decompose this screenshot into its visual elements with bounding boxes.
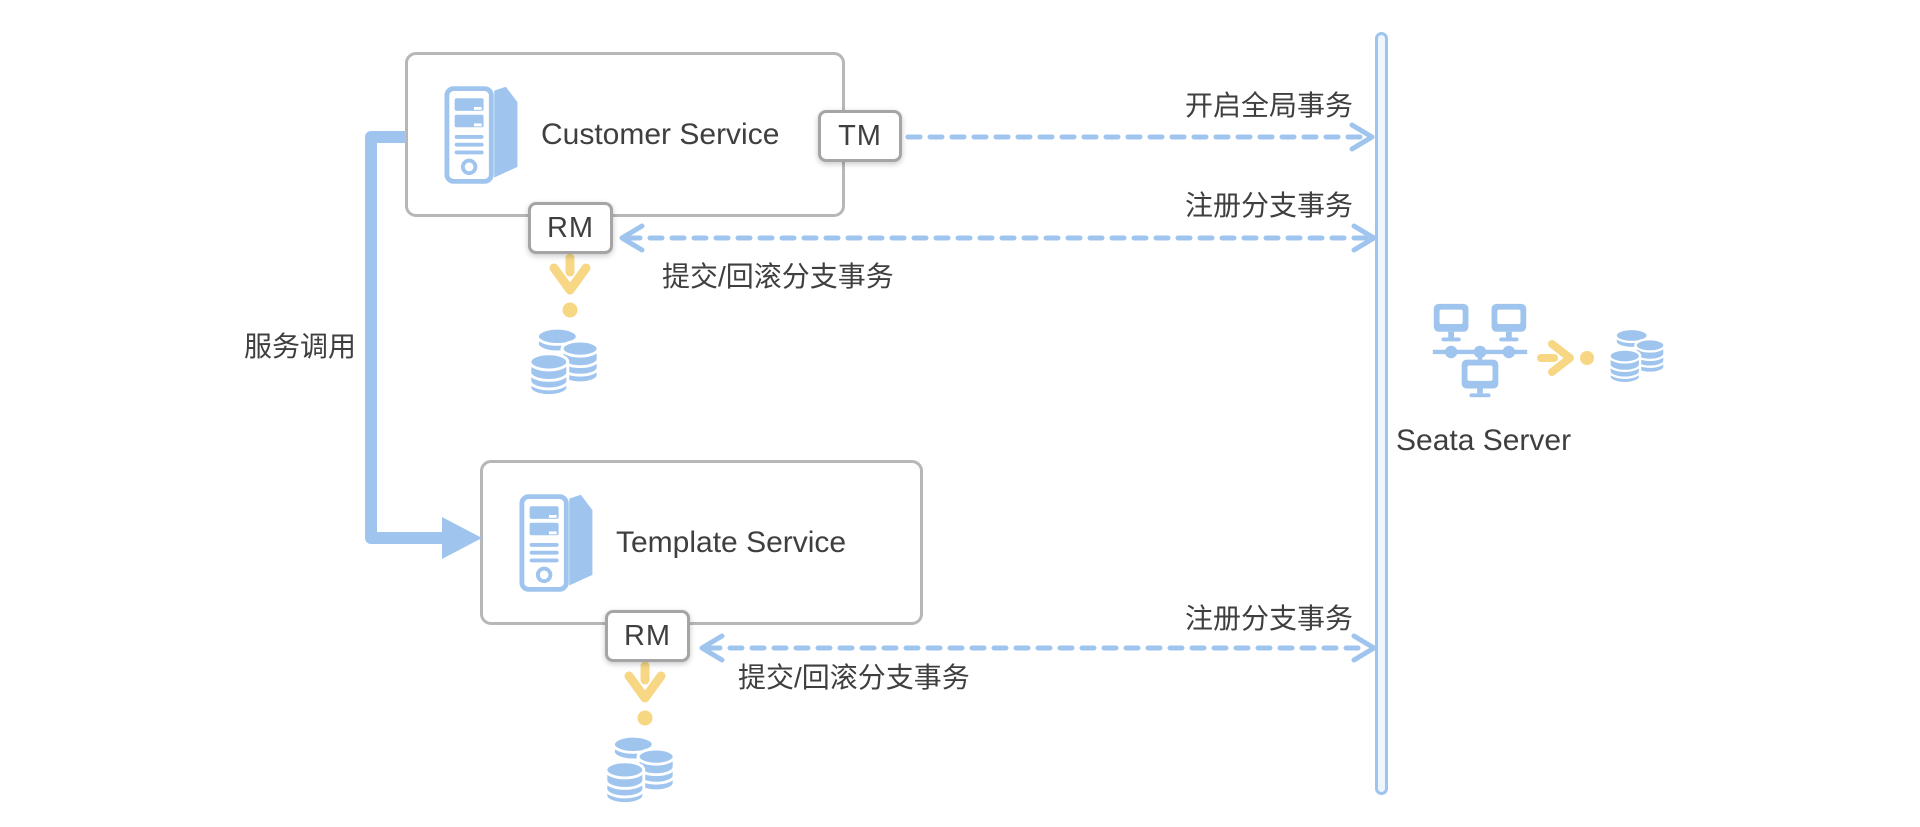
template-service-title: Template Service	[616, 525, 847, 559]
customer-service-node: Customer Service	[405, 52, 845, 217]
yellow-right-arrow-icon	[1537, 340, 1594, 376]
database-icon	[528, 326, 600, 397]
edge-label-commit-rollback-top: 提交/回滚分支事务	[662, 261, 894, 292]
edge-label-register-branch-bottom: 注册分支事务	[1184, 603, 1353, 634]
yellow-down-arrow-icon	[549, 253, 591, 318]
server-icon	[519, 493, 604, 593]
customer-service-title: Customer Service	[541, 117, 780, 151]
edge-label-commit-rollback-bottom: 提交/回滚分支事务	[738, 662, 970, 693]
dashed-arrow-register-branch-bottom	[699, 633, 1377, 663]
database-icon	[604, 734, 676, 805]
yellow-down-arrow-icon	[624, 661, 666, 726]
tm-badge: TM	[818, 110, 902, 162]
dashed-arrow-register-branch-top	[619, 223, 1377, 253]
database-icon	[1608, 327, 1666, 385]
rm-badge-template: RM	[605, 610, 690, 662]
service-call-arrow	[365, 131, 482, 559]
edge-label-open-global: 开启全局事务	[1184, 90, 1353, 121]
cluster-icon	[1432, 303, 1528, 398]
server-icon	[444, 85, 529, 185]
seata-server-label: Seata Server	[1396, 424, 1572, 457]
edge-label-service-call: 服务调用	[244, 331, 357, 362]
dashed-arrow-open-global	[905, 122, 1375, 152]
template-service-node: Template Service	[480, 460, 923, 625]
edge-label-register-branch-top: 注册分支事务	[1184, 190, 1353, 221]
seata-lifeline-bar	[1375, 32, 1388, 795]
rm-badge-customer: RM	[528, 202, 613, 254]
